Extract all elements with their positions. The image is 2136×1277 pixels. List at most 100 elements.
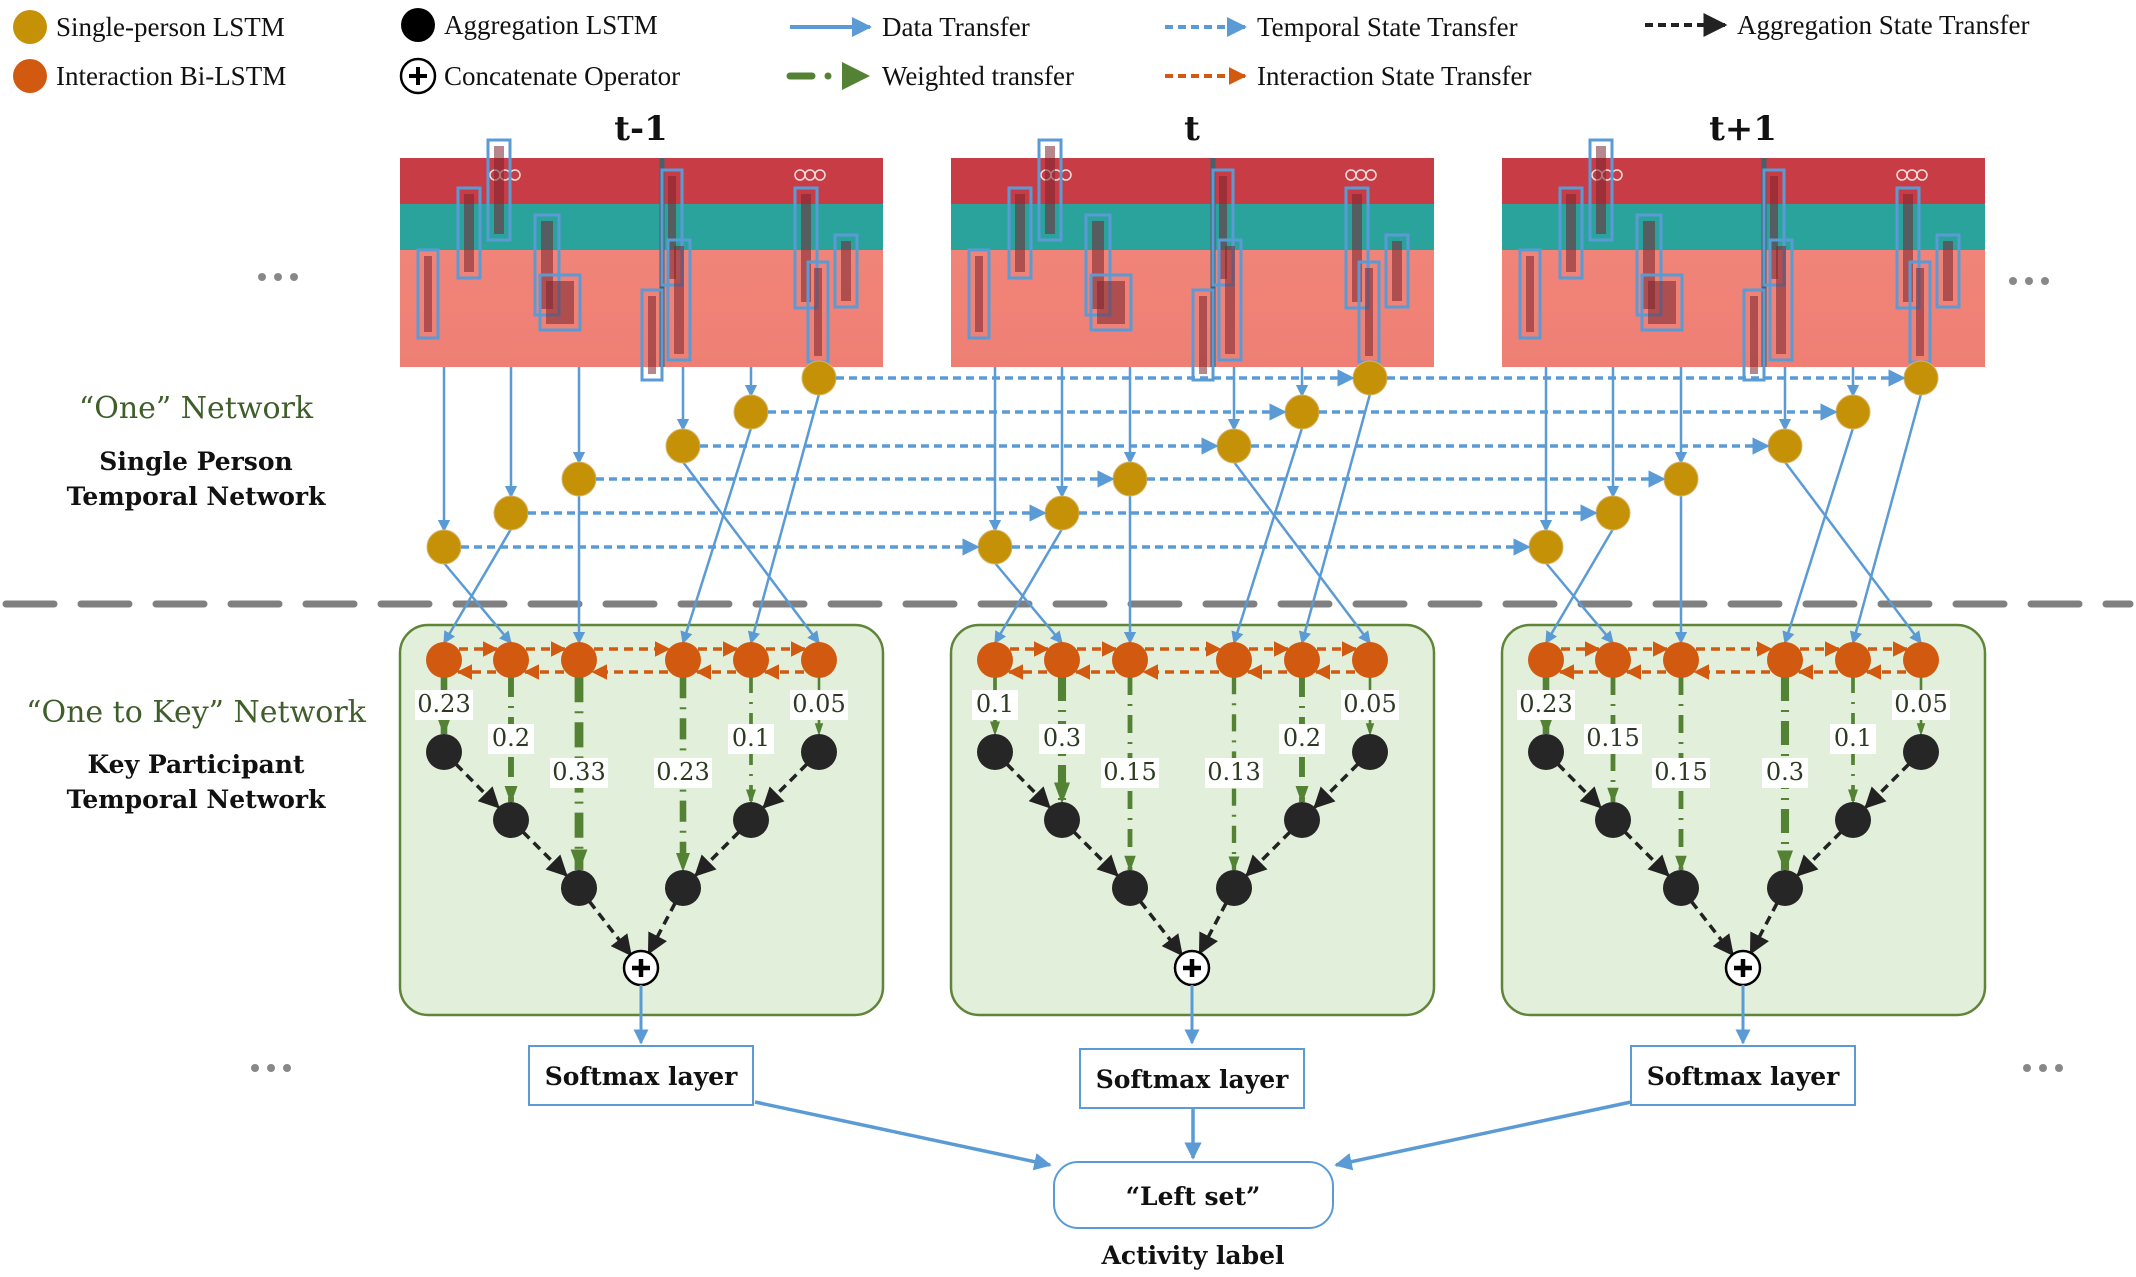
interaction-bilstm-node xyxy=(1903,642,1939,678)
olympic-rings-icon xyxy=(1365,169,1377,181)
interaction-bilstm-node xyxy=(977,642,1013,678)
one-network-title: “One” Network xyxy=(79,391,314,426)
aggregation-lstm-node xyxy=(665,870,701,906)
player-figure xyxy=(1219,176,1227,279)
single-person-lstm-node xyxy=(977,529,1013,565)
player-figure xyxy=(1903,194,1913,302)
timestep-title: t-1 xyxy=(614,109,667,149)
player-bounding-box xyxy=(456,186,482,280)
softmax-layer-label: Softmax layer xyxy=(1096,1065,1289,1094)
legend-label: Weighted transfer xyxy=(882,61,1074,91)
aggregation-state-transfer xyxy=(1749,902,1779,955)
weight-label: 0.33 xyxy=(550,758,608,788)
weight-value: 0.05 xyxy=(1343,690,1396,718)
legend-label: Concatenate Operator xyxy=(444,61,680,91)
player-bounding-box xyxy=(1640,273,1684,332)
weighted-transfer-arrowhead xyxy=(1054,782,1070,804)
aggregation-state-transfer xyxy=(1796,830,1843,877)
aggregation-lstm-node xyxy=(1663,870,1699,906)
weight-value: 0.15 xyxy=(1103,758,1156,786)
interaction-bilstm-node xyxy=(1044,642,1080,678)
single-person-lstm-node xyxy=(665,428,701,464)
aggregation-lstm-node xyxy=(1528,734,1564,770)
player-figure xyxy=(546,281,574,324)
legend-label: Interaction State Transfer xyxy=(1257,61,1531,91)
weight-label: 0.13 xyxy=(1205,758,1263,788)
aggregation-lstm-node xyxy=(493,802,529,838)
one-to-key-network-subtitle-1: Key Participant xyxy=(88,750,305,779)
weight-label-background xyxy=(1101,758,1159,788)
olympic-rings-icon xyxy=(1916,169,1928,181)
player-figure xyxy=(1916,268,1924,356)
player-figure xyxy=(1045,146,1055,234)
interaction-bilstm-node xyxy=(733,642,769,678)
ellipsis-left-top xyxy=(258,273,298,281)
player-bounding-box xyxy=(833,233,859,309)
interaction-bilstm-node xyxy=(1663,642,1699,678)
player-figure xyxy=(1526,256,1534,332)
player-bounding-box xyxy=(1588,138,1614,242)
data-transfer-arrow xyxy=(680,427,753,645)
weight-label: 0.3 xyxy=(1039,724,1085,754)
weight-label: 0.2 xyxy=(1279,724,1325,754)
interaction-bilstm-node xyxy=(426,642,462,678)
weighted-transfer-arrowhead xyxy=(1228,856,1240,872)
one-network-label: “One” Network Single Person Temporal Net… xyxy=(67,391,326,511)
player-figure xyxy=(464,194,474,272)
aggregation-state-transfer xyxy=(1072,830,1119,877)
aggregation-lstm-node xyxy=(1595,802,1631,838)
legend-item-temporal-state-transfer: Temporal State Transfer xyxy=(1165,12,1518,42)
ellipsis-right-top xyxy=(2009,277,2049,285)
aggregation-lstm-node xyxy=(1284,802,1320,838)
legend-item-interaction-state-transfer: Interaction State Transfer xyxy=(1165,61,1531,91)
plus-glyph xyxy=(1183,959,1201,977)
weight-value: 0.23 xyxy=(1519,690,1572,718)
data-transfer-arrow xyxy=(1545,562,1614,644)
aggregation-state-transfer xyxy=(1556,762,1602,809)
player-bounding-box xyxy=(1344,186,1370,310)
data-transfer-arrow xyxy=(993,528,1064,645)
aggregation-lstm-node xyxy=(426,734,462,770)
data-transfer-arrow xyxy=(1849,393,1923,645)
single-person-lstm-node xyxy=(1528,529,1564,565)
player-bounding-box xyxy=(416,248,440,340)
legend-item-concatenate-operator: Concatenate Operator xyxy=(399,57,680,95)
aggregation-state-transfer xyxy=(647,902,677,955)
video-frame xyxy=(400,138,883,382)
weight-value: 0.1 xyxy=(976,690,1014,718)
player-bounding-box xyxy=(1089,273,1133,332)
weight-label: 0.15 xyxy=(1584,724,1642,754)
aggregation-state-transfer xyxy=(588,900,632,957)
weighted-transfer-arrowhead xyxy=(1295,786,1309,804)
data-transfer-arrow xyxy=(994,562,1063,644)
player-bounding-box xyxy=(1558,186,1584,280)
aggregation-state-transfer xyxy=(1139,900,1183,957)
player-figure xyxy=(1776,246,1786,354)
weighted-transfer-arrowhead-icon xyxy=(842,62,870,90)
data-transfer-arrow xyxy=(443,562,512,644)
aggregation-state-transfer xyxy=(1864,762,1911,809)
legend-label: Data Transfer xyxy=(882,12,1030,42)
aggregation-lstm-node xyxy=(1352,734,1388,770)
interaction-bilstm-node xyxy=(1767,642,1803,678)
weight-value: 0.1 xyxy=(1834,724,1872,752)
interaction-bilstm-node xyxy=(1284,642,1320,678)
aggregation-state-transfer xyxy=(694,830,741,877)
player-bounding-box xyxy=(967,248,991,340)
weight-label-background xyxy=(1892,690,1950,720)
aggregation-lstm-node xyxy=(1903,734,1939,770)
player-bounding-box xyxy=(1217,238,1243,362)
weight-label-background xyxy=(1830,724,1876,754)
weight-label-background xyxy=(550,758,608,788)
player-figure xyxy=(494,146,504,234)
player-figure xyxy=(668,176,676,279)
legend-item-single-person-lstm: Single-person LSTM xyxy=(13,10,285,44)
player-bounding-box xyxy=(1935,233,1961,309)
legend-item-aggregation-lstm: Aggregation LSTM xyxy=(401,8,658,42)
player-figure xyxy=(674,246,684,354)
player-figure xyxy=(648,296,656,374)
softmax-layer-label: Softmax layer xyxy=(545,1062,738,1091)
